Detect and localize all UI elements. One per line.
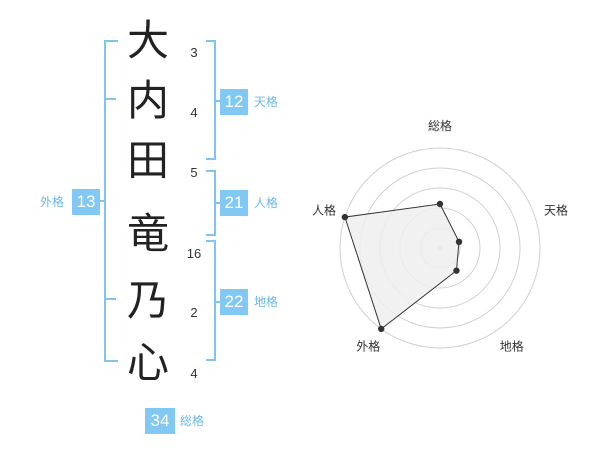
radar-axis-label-3: 地格 — [500, 339, 524, 354]
chikaku-label: 地格 — [254, 295, 279, 309]
tenkaku-connector — [216, 100, 220, 102]
jinkaku-bracket — [206, 170, 216, 236]
stroke-count-1: 3 — [190, 45, 198, 60]
gaikaku-bracket — [104, 40, 118, 362]
gaikaku-label: 外格 — [40, 195, 65, 209]
jinkaku-label: 人格 — [254, 196, 279, 210]
name-char-3: 田 — [126, 136, 169, 185]
radar-axis-label-2: 天格 — [544, 202, 568, 217]
stroke-count-5: 2 — [190, 305, 198, 320]
radar-point-2 — [455, 238, 463, 246]
radar-ring — [339, 147, 541, 349]
name-char-4: 竜 — [126, 209, 169, 258]
chikaku-connector — [216, 301, 220, 303]
radar-data-polygon — [344, 203, 460, 330]
name-char-6: 心 — [126, 338, 169, 387]
stroke-count-6: 4 — [190, 366, 198, 381]
gaikaku-connector — [98, 200, 106, 202]
radar-point-4 — [378, 325, 385, 333]
radar-point-3 — [453, 267, 460, 274]
tenkaku-value-badge: 12 — [220, 89, 248, 115]
stroke-count-4: 16 — [186, 246, 202, 261]
tenkaku-label: 天格 — [254, 95, 279, 109]
gaikaku-value-badge: 13 — [72, 189, 100, 215]
chikaku-bracket — [206, 240, 216, 361]
stroke-count-3: 5 — [190, 165, 198, 180]
radar-axis-label-5: 人格 — [312, 202, 336, 217]
stroke-count-2: 4 — [190, 105, 198, 120]
name-char-2: 内 — [126, 76, 169, 125]
tenkaku-bracket — [206, 40, 216, 160]
name-char-1: 大 — [126, 16, 169, 65]
gaikaku-tick-2 — [106, 298, 116, 300]
chikaku-value-badge: 22 — [220, 289, 248, 315]
gaikaku-tick-1 — [106, 98, 116, 100]
jinkaku-value-badge: 21 — [220, 190, 248, 216]
radar-axis-label-1: 総格 — [428, 118, 452, 133]
name-char-5: 乃 — [126, 276, 169, 325]
soukaku-label: 総格 — [180, 414, 205, 428]
radar-axis-label-4: 外格 — [356, 339, 380, 354]
soukaku-value-badge: 34 — [145, 408, 175, 434]
radar-point-5 — [341, 213, 349, 221]
jinkaku-connector — [216, 202, 220, 204]
radar-point-1 — [436, 200, 444, 208]
